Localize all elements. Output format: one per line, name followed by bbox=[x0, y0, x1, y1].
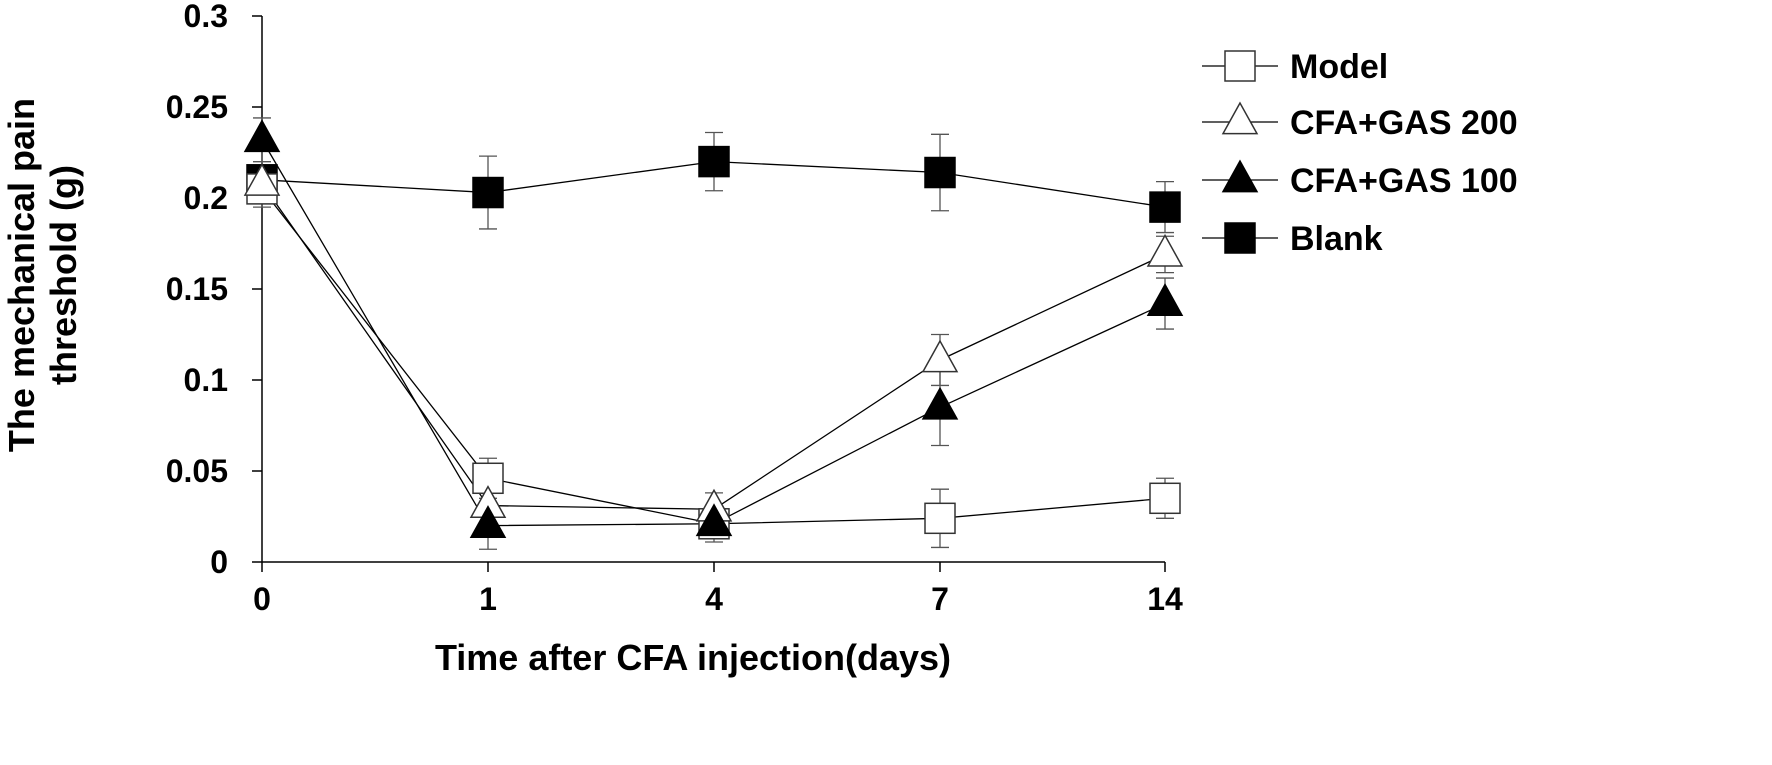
series-lines bbox=[261, 139, 1166, 527]
markers bbox=[243, 119, 1184, 540]
data-point-model bbox=[924, 502, 956, 535]
y-ticks: 0 0.05 0.1 0.15 0.2 0.25 0.3 bbox=[166, 0, 262, 580]
error-bars bbox=[253, 117, 1174, 550]
y-tick-label: 0.2 bbox=[184, 180, 228, 216]
y-tick-label: 0.15 bbox=[166, 271, 228, 307]
axes bbox=[261, 16, 1165, 563]
series-line-cfa-gas-100 bbox=[261, 139, 1166, 527]
y-tick-label: 0.25 bbox=[166, 89, 228, 125]
y-tick-label: 0 bbox=[210, 544, 228, 580]
data-point-blank bbox=[472, 176, 504, 209]
x-axis-title: Time after CFA injection(days) bbox=[435, 637, 951, 678]
legend-label: Model bbox=[1290, 48, 1388, 86]
data-point-cfa-gas-100 bbox=[469, 505, 507, 538]
x-tick-label: 7 bbox=[931, 581, 949, 617]
legend-marker-cfa-gas-200 bbox=[1221, 101, 1259, 135]
legend-marker-model bbox=[1224, 50, 1256, 82]
y-tick-label: 0.3 bbox=[184, 0, 228, 34]
data-point-cfa-gas-100 bbox=[921, 386, 959, 420]
legend-marker-blank bbox=[1224, 222, 1256, 254]
y-tick-label: 0.1 bbox=[184, 362, 228, 398]
data-point-cfa-gas-100 bbox=[243, 119, 281, 153]
legend-label: CFA+GAS 100 bbox=[1290, 162, 1518, 200]
x-tick-label: 4 bbox=[705, 581, 723, 617]
series-line-model bbox=[261, 188, 1166, 525]
legend-item-cfa-gas-200: CFA+GAS 200 bbox=[1202, 101, 1518, 142]
series-line-cfa-gas-200 bbox=[261, 183, 1166, 510]
y-tick-label: 0.05 bbox=[166, 453, 228, 489]
legend-marker-cfa-gas-100 bbox=[1221, 159, 1259, 193]
data-point-cfa-gas-200 bbox=[1146, 233, 1184, 267]
data-point-blank bbox=[924, 156, 956, 189]
data-point-cfa-gas-100 bbox=[1146, 283, 1184, 316]
x-tick-label: 0 bbox=[253, 581, 271, 617]
y-axis-title-line-1: The mechanical pain bbox=[1, 98, 42, 452]
data-point-cfa-gas-200 bbox=[243, 162, 281, 196]
data-point-cfa-gas-200 bbox=[921, 339, 959, 373]
data-point-blank bbox=[1149, 191, 1181, 223]
data-point-cfa-gas-100 bbox=[695, 503, 733, 537]
legend-item-blank: Blank bbox=[1202, 220, 1383, 258]
y-axis-title: The mechanical pain threshold (g) bbox=[1, 98, 84, 452]
y-axis-title-line-2: threshold (g) bbox=[43, 165, 84, 385]
x-tick-label: 14 bbox=[1147, 581, 1183, 617]
x-tick-label: 1 bbox=[479, 581, 497, 617]
legend-item-model: Model bbox=[1202, 48, 1388, 86]
data-point-model bbox=[1149, 482, 1181, 515]
data-point-blank bbox=[698, 145, 730, 178]
legend-item-cfa-gas-100: CFA+GAS 100 bbox=[1202, 159, 1518, 200]
legend-label: CFA+GAS 200 bbox=[1290, 104, 1518, 142]
legend-label: Blank bbox=[1290, 220, 1383, 258]
